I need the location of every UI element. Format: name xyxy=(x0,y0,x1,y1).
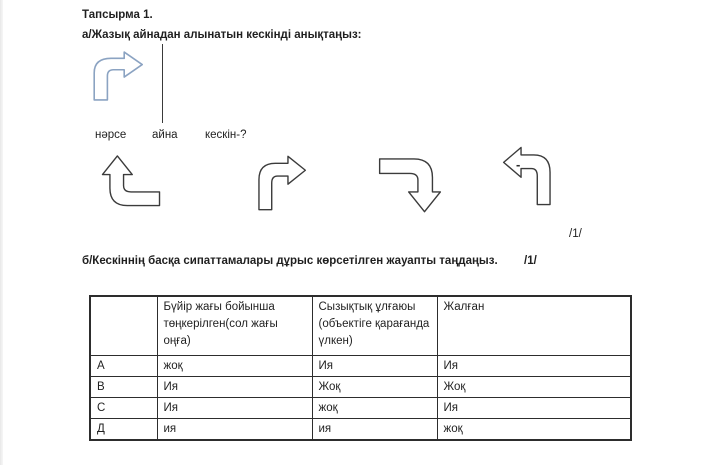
mirror-label: айна xyxy=(152,129,178,141)
table-row: С Ия жоқ Ия xyxy=(89,397,632,419)
mirror-line xyxy=(162,44,163,123)
answers-table: Бүйір жағы бойынша төңкерілген(сол жағы … xyxy=(89,295,632,441)
answer-arrow-up-icon xyxy=(100,151,162,213)
row-label: С xyxy=(89,397,158,419)
header-blank xyxy=(89,295,158,356)
table-row: А жоқ Ия Ия xyxy=(89,355,632,377)
row-label: В xyxy=(89,376,158,398)
cell: Ия xyxy=(436,397,632,419)
cell: Ия xyxy=(436,355,632,377)
answer-arrow-down-icon xyxy=(377,151,443,217)
table-row: Д ия ия жоқ xyxy=(89,418,632,441)
task-title: Тапсырма 1. xyxy=(82,9,153,21)
cell: ия xyxy=(156,418,313,441)
cell: жоқ xyxy=(311,397,438,419)
cell: Ия xyxy=(311,355,438,377)
answer-arrow-left-icon xyxy=(499,145,557,207)
row-label: А xyxy=(89,355,158,377)
answer-arrow-right-icon xyxy=(252,154,310,212)
table-header-row: Бүйір жағы бойынша төңкерілген(сол жағы … xyxy=(89,295,632,356)
cell: Жоқ xyxy=(436,376,632,398)
part-b-prompt: б/Кескіннің басқа сипаттамалары дұрыс кө… xyxy=(82,255,498,267)
table-row: В Ия Жоқ Жоқ xyxy=(89,376,632,398)
cell: Жоқ xyxy=(311,376,438,398)
page-left-edge xyxy=(0,0,3,465)
object-curved-arrow-icon xyxy=(87,50,147,102)
row-label: Д xyxy=(89,418,158,441)
cell: ия xyxy=(311,418,438,441)
object-label: нәрсе xyxy=(95,129,127,141)
cell: Ия xyxy=(156,376,313,398)
cell: жоқ xyxy=(436,418,632,441)
part-a-prompt: а/Жазық айнадан алынатын кескінді анықта… xyxy=(82,29,362,41)
header-linear-magnification: Сызықтық ұлғаюы (объектіге қарағанда үлк… xyxy=(311,295,438,356)
cell: Ия xyxy=(156,397,313,419)
part-b-score: /1/ xyxy=(524,255,537,267)
header-false: Жалған xyxy=(436,295,632,356)
header-side-inverted: Бүйір жағы бойынша төңкерілген(сол жағы … xyxy=(156,295,313,356)
cell: жоқ xyxy=(156,355,313,377)
part-a-score: /1/ xyxy=(569,228,582,240)
arrow-dash-mark: - xyxy=(516,157,521,172)
image-label: кескін-? xyxy=(205,129,247,141)
